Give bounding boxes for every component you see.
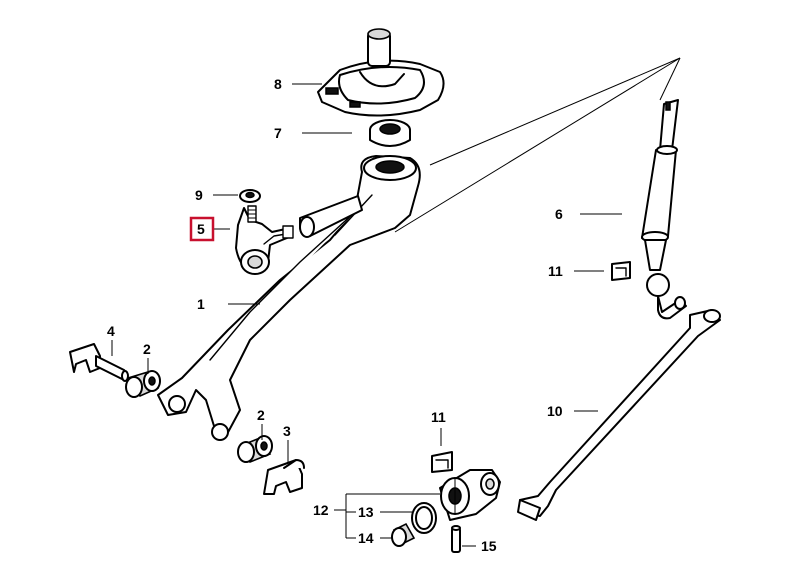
callout-9[interactable]: 9 bbox=[195, 187, 203, 203]
retaining-clip-lower[interactable] bbox=[431, 451, 453, 473]
callout-3[interactable]: 3 bbox=[283, 423, 291, 439]
callout-12[interactable]: 12 bbox=[313, 502, 329, 518]
ball-joint-housing[interactable] bbox=[439, 469, 501, 521]
selector-arm[interactable] bbox=[157, 155, 421, 441]
shift-boot[interactable] bbox=[317, 28, 445, 117]
pivot-bracket-left[interactable] bbox=[69, 343, 129, 382]
callout-2-right[interactable]: 2 bbox=[257, 407, 265, 423]
callout-labels: 1 2 2 3 4 5 6 7 8 9 10 11 11 12 13 14 15 bbox=[107, 76, 563, 554]
o-ring[interactable] bbox=[411, 502, 437, 534]
callout-13[interactable]: 13 bbox=[358, 504, 374, 520]
callout-highlight-box bbox=[189, 216, 215, 242]
rubber-bushing-right[interactable] bbox=[237, 435, 273, 463]
locking-pin[interactable] bbox=[451, 525, 461, 553]
gear-lever-bushing[interactable] bbox=[369, 119, 411, 147]
callout-7[interactable]: 7 bbox=[274, 125, 282, 141]
callout-leaders bbox=[111, 83, 622, 547]
retaining-clip-upper[interactable] bbox=[611, 261, 631, 281]
shift-bracket[interactable] bbox=[235, 205, 294, 275]
shift-rod[interactable] bbox=[641, 99, 687, 320]
callout-10[interactable]: 10 bbox=[547, 403, 563, 419]
pivot-bracket-right[interactable] bbox=[263, 459, 305, 495]
callout-1[interactable]: 1 bbox=[197, 296, 205, 312]
callout-4[interactable]: 4 bbox=[107, 323, 115, 339]
callout-14[interactable]: 14 bbox=[358, 530, 374, 546]
callout-5[interactable]: 5 bbox=[197, 221, 205, 237]
callout-6[interactable]: 6 bbox=[555, 206, 563, 222]
rubber-bushing-left[interactable] bbox=[125, 370, 161, 398]
callout-8[interactable]: 8 bbox=[274, 76, 282, 92]
callout-11-lower[interactable]: 11 bbox=[431, 409, 446, 425]
callout-2-left[interactable]: 2 bbox=[143, 341, 151, 357]
reference-lines bbox=[394, 57, 681, 233]
callout-11-upper[interactable]: 11 bbox=[548, 263, 563, 279]
selector-rod[interactable] bbox=[517, 309, 721, 521]
small-bushing[interactable] bbox=[391, 522, 416, 547]
hex-nut[interactable] bbox=[239, 189, 261, 203]
callout-15[interactable]: 15 bbox=[481, 538, 497, 554]
